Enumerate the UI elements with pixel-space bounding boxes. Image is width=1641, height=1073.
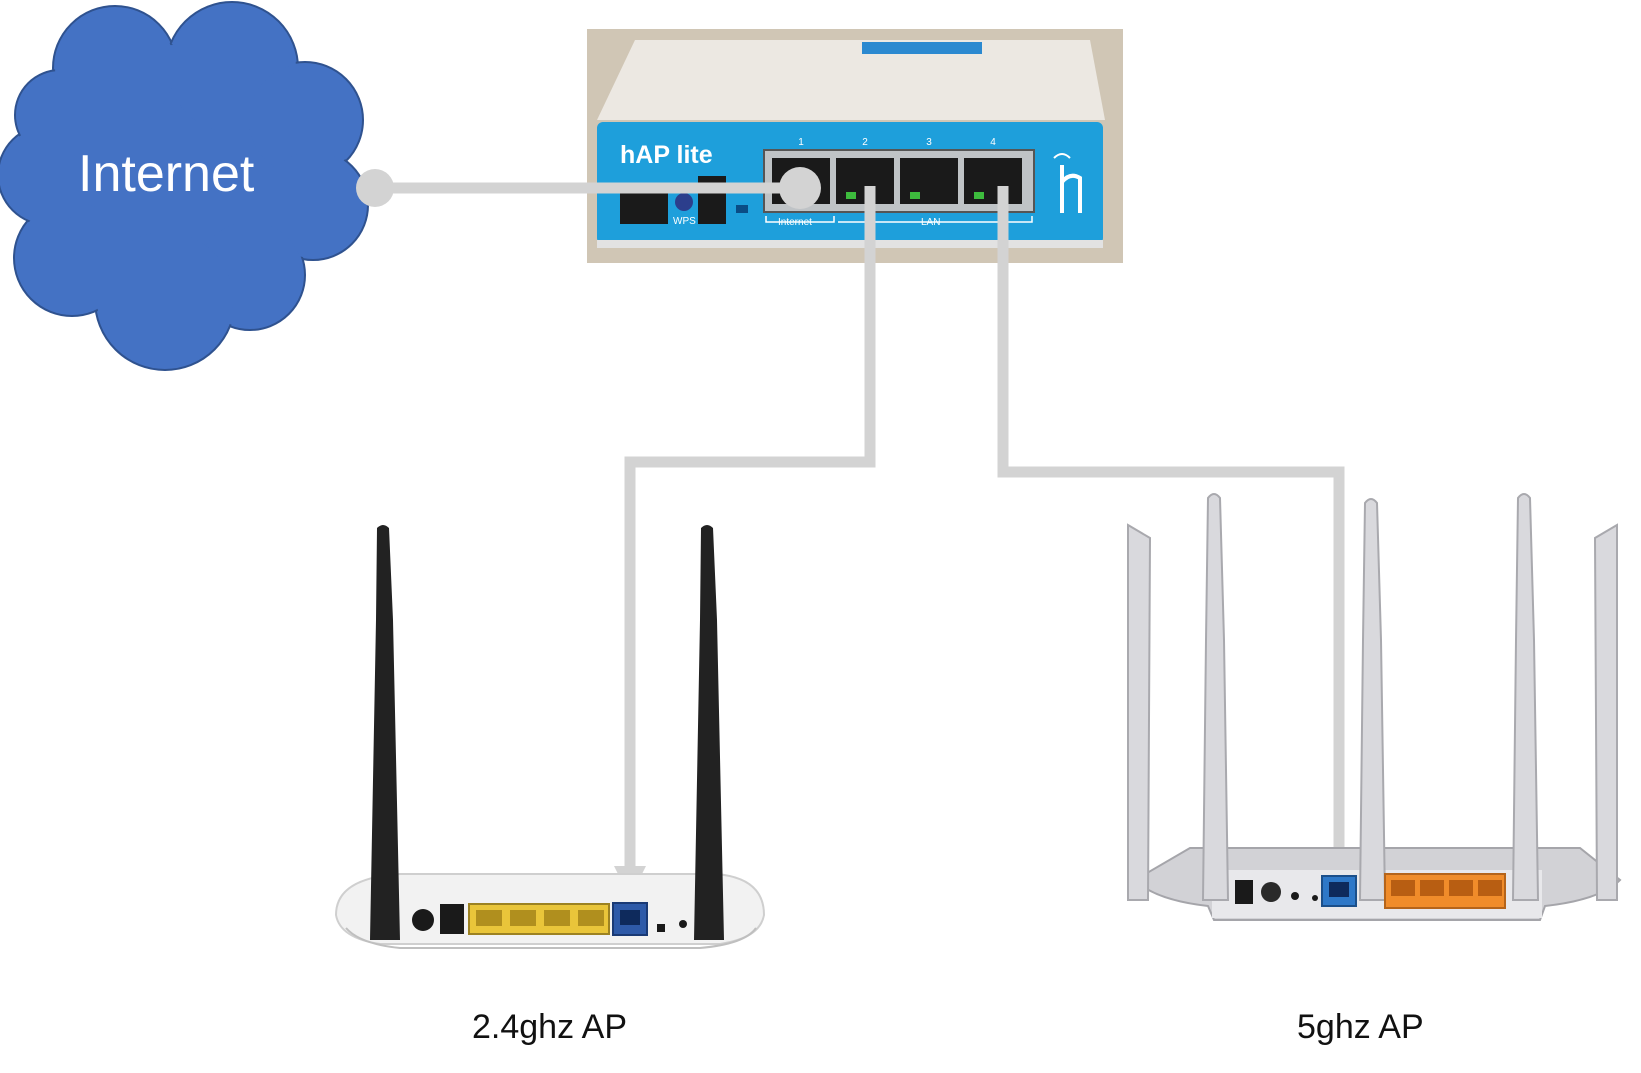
port-number-4: 4: [990, 137, 996, 148]
usb-port: [620, 188, 668, 224]
router-logo-icon: [1053, 153, 1082, 213]
port-number-1: 1: [798, 137, 804, 148]
power-port: [440, 904, 464, 934]
power-button: [1261, 882, 1281, 902]
internet-label: Internet: [78, 145, 255, 203]
ap-5ghz-label: 5ghz AP: [1297, 1008, 1424, 1046]
core-router: hAP lite WPS 1 2 3 4 Internet LAN: [587, 29, 1123, 263]
antenna-left: [370, 525, 400, 940]
port-3: [900, 158, 958, 204]
power-jack: [675, 193, 693, 211]
antenna-4: [1511, 493, 1540, 901]
reset-button: [657, 924, 665, 932]
cable-port-4-to-5g-ap: [997, 186, 1345, 870]
cable-endpoint-port-1: [779, 167, 821, 209]
ap-2-4ghz: [334, 525, 766, 949]
cable-endpoint-internet: [356, 169, 394, 207]
wps-label: WPS: [673, 216, 696, 227]
antenna-3: [1358, 498, 1387, 901]
wan-port: [612, 902, 648, 936]
port-4: [964, 158, 1022, 204]
lan-port-label: LAN: [921, 217, 940, 228]
cable-port-2-to-2g-ap: [624, 186, 876, 870]
internet-cloud: [0, 1, 369, 371]
cables: [371, 182, 1345, 870]
antenna-2: [1201, 493, 1230, 901]
antenna-1: [1127, 523, 1152, 901]
router-brand-label: hAP lite: [620, 141, 713, 169]
antenna-right: [694, 525, 724, 940]
port-number-3: 3: [926, 137, 932, 148]
ap-2-4ghz-label: 2.4ghz AP: [472, 1008, 628, 1046]
ap-5ghz: [1127, 493, 1622, 921]
power-button: [412, 909, 434, 931]
power-port: [1235, 880, 1253, 904]
wan-port-label: Internet: [778, 217, 812, 228]
port-number-2: 2: [862, 137, 868, 148]
antenna-5: [1593, 523, 1618, 901]
